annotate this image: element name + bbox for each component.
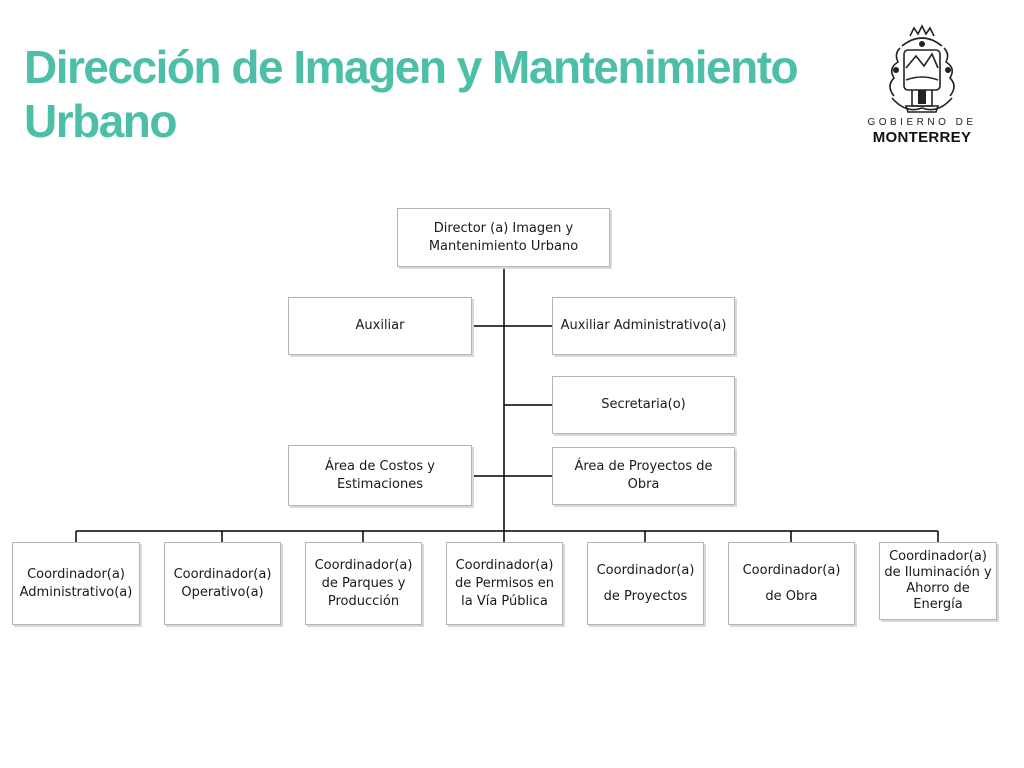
- auxiliar-box: Auxiliar: [288, 297, 472, 355]
- logo-subtitle: GOBIERNO DE: [867, 117, 977, 128]
- costos-estimaciones-box: Área de Costos y Estimaciones: [288, 445, 472, 506]
- logo-name: MONTERREY: [872, 129, 972, 146]
- coordinador-permisos-box: Coordinador(a) de Permisos en la Vía Púb…: [446, 542, 563, 625]
- proyectos-obra-box: Área de Proyectos de Obra: [552, 447, 735, 505]
- page-title: Dirección de Imagen y Mantenimiento Urba…: [24, 41, 799, 147]
- coordinador-proyectos-box: Coordinador(a) de Proyectos: [587, 542, 704, 625]
- secretaria-box: Secretaria(o): [552, 376, 735, 434]
- coat-of-arms-icon: [889, 24, 955, 113]
- coordinador-operativo-box: Coordinador(a) Operativo(a): [164, 542, 281, 625]
- coordinador-administrativo-box: Coordinador(a) Administrativo(a): [12, 542, 140, 625]
- director-box: Director (a) Imagen y Mantenimiento Urba…: [397, 208, 610, 267]
- auxiliar-administrativo-box: Auxiliar Administrativo(a): [552, 297, 735, 355]
- coordinador-parques-box: Coordinador(a) de Parques y Producción: [305, 542, 422, 625]
- coordinador-iluminacion-box: Coordinador(a) de Iluminación y Ahorro d…: [879, 542, 997, 620]
- coordinador-obra-box: Coordinador(a) de Obra: [728, 542, 855, 625]
- monterrey-logo: GOBIERNO DE MONTERREY: [866, 24, 978, 152]
